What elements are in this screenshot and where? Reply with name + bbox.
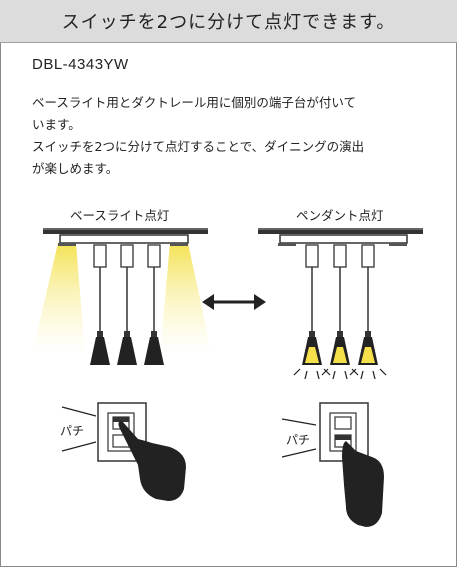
pendant-off — [90, 244, 110, 365]
pendant-off — [117, 244, 137, 365]
ceiling-plate — [43, 230, 208, 234]
header-title: スイッチを2つに分けて点灯できます。 — [61, 12, 396, 33]
label-pendant-light: ペンダント点灯 — [296, 208, 384, 223]
pendant-off — [144, 244, 164, 365]
model-number: DBL-4343YW — [32, 56, 129, 73]
description: ベースライト用とダクトレール用に個別の端子台が付いて います。 スイッチを2つに… — [32, 92, 432, 180]
ceiling-plate — [258, 230, 423, 234]
hand-icon — [118, 421, 186, 501]
wall-switch-left: パチ — [60, 402, 186, 501]
switch-toggle — [334, 416, 352, 430]
description-line: います。 — [32, 117, 81, 132]
click-sound-label: パチ — [60, 424, 84, 438]
light-beam-left — [32, 243, 85, 355]
light-beam-right — [160, 243, 212, 355]
click-sound-label: パチ — [286, 433, 310, 447]
label-base-light: ベースライト点灯 — [70, 208, 170, 223]
pendant-on — [321, 244, 359, 380]
double-arrow-icon — [202, 294, 266, 310]
description-line: スイッチを2つに分けて点灯することで、ダイニングの演出 — [32, 139, 365, 154]
duct-rail — [59, 234, 189, 244]
lighting-diagram: パチ パチ — [32, 228, 423, 527]
duct-rail — [279, 234, 408, 244]
pendant-on — [349, 244, 387, 380]
pendant-on — [293, 244, 331, 380]
description-line: ベースライト用とダクトレール用に個別の端子台が付いて — [32, 95, 357, 110]
wall-switch-right: パチ — [281, 402, 384, 527]
hand-icon — [342, 441, 384, 527]
header-bar: スイッチを2つに分けて点灯できます。 — [0, 0, 457, 43]
description-line: が楽しめます。 — [32, 161, 119, 176]
base-light-fixture — [32, 228, 212, 365]
pendant-light-fixture — [258, 228, 423, 380]
